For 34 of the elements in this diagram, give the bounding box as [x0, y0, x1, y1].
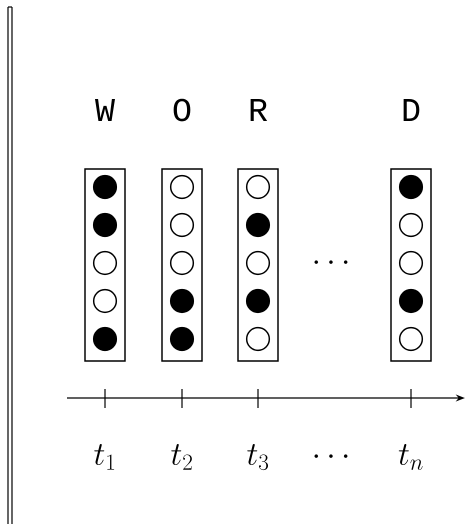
filled-circle: [246, 212, 270, 238]
filled-circle: [398, 288, 424, 314]
ellipsis: $\cdots$: [314, 260, 348, 264]
filled-circle: [92, 326, 118, 352]
vector-box: O: [161, 98, 203, 362]
time-label: $t_1$: [94, 444, 114, 470]
hollow-circle: [170, 250, 194, 276]
hollow-circle: [92, 288, 118, 314]
hollow-circle: [246, 250, 270, 276]
filled-circle: [92, 212, 118, 238]
node-label: D: [404, 99, 420, 121]
filled-circle: [246, 288, 270, 314]
time-label: $t_n$: [398, 444, 423, 470]
hollow-circle: [246, 174, 270, 200]
time-label: $t_2$: [171, 444, 192, 470]
filled-circle: [170, 288, 194, 314]
vector-box: R: [237, 99, 279, 362]
hollow-circle: [92, 250, 118, 276]
hollow-circle: [398, 212, 424, 238]
vector-box: D: [390, 99, 432, 362]
hollow-circle: [398, 250, 424, 276]
vector-box: W: [84, 99, 126, 362]
node-label: R: [250, 99, 268, 121]
hollow-circle: [170, 174, 194, 200]
filled-circle: [398, 174, 424, 200]
node-label: W: [95, 99, 115, 121]
hollow-circle: [398, 326, 424, 352]
hollow-circle: [170, 212, 194, 238]
time-label: $t_3$: [247, 444, 268, 470]
hollow-circle: [246, 326, 270, 352]
time-label: $\cdots$: [314, 454, 348, 458]
filled-circle: [170, 326, 194, 352]
filled-circle: [92, 174, 118, 200]
node-label: O: [174, 98, 190, 122]
